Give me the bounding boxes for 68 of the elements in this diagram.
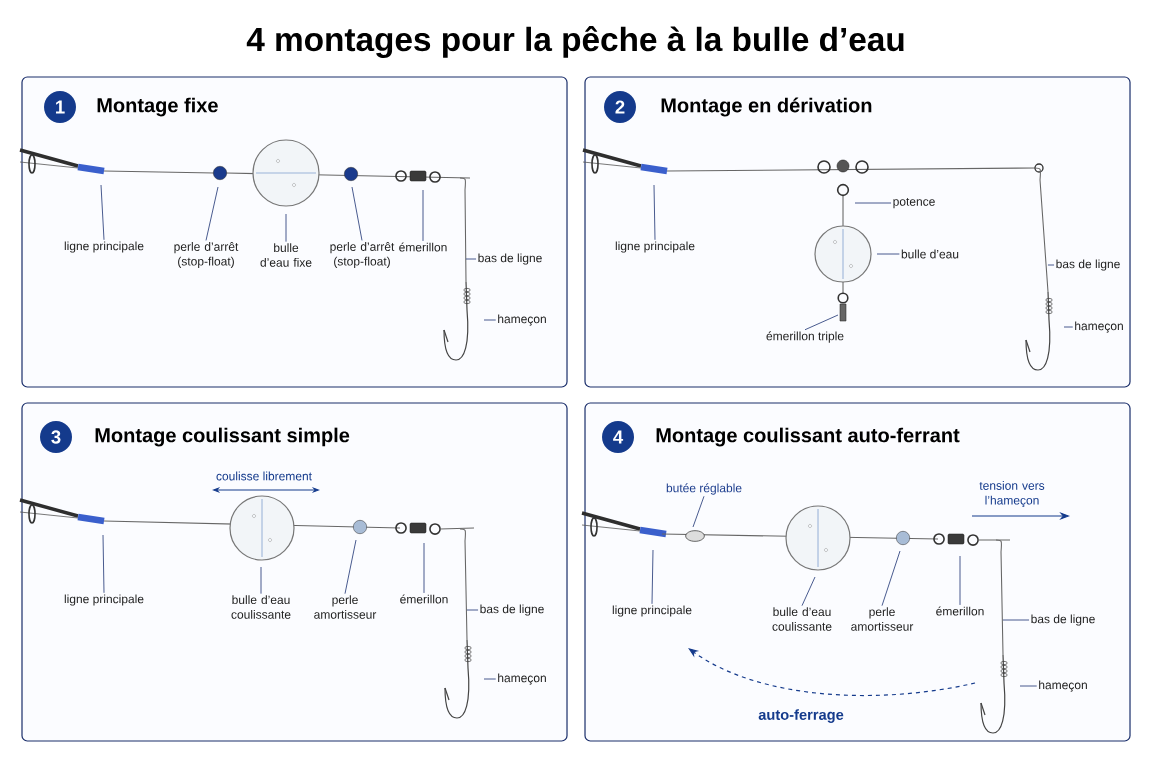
part-label: hameçon bbox=[1039, 680, 1087, 692]
leader-line bbox=[351, 186, 363, 241]
snood-line bbox=[459, 528, 468, 641]
leader-line bbox=[100, 184, 105, 241]
part-label: ligne principale bbox=[612, 605, 692, 617]
part-label: bulle d’eau fixe bbox=[260, 243, 312, 267]
leader-line bbox=[881, 550, 901, 607]
leader-line bbox=[1063, 326, 1074, 328]
number-badge: 1 bbox=[44, 91, 76, 123]
leader-line bbox=[1002, 619, 1030, 621]
leader-line bbox=[959, 555, 961, 606]
leader-line bbox=[260, 566, 262, 595]
leader-line bbox=[285, 213, 287, 243]
part-label: bas de ligne bbox=[480, 604, 544, 616]
part-label: émerillon bbox=[400, 594, 448, 604]
leader-line bbox=[344, 539, 357, 595]
part-label: butée réglable bbox=[666, 483, 742, 495]
leader-line bbox=[423, 542, 425, 594]
part-label: émerillon bbox=[399, 242, 447, 252]
part-label: hameçon bbox=[1075, 321, 1123, 333]
part-label: bas de ligne bbox=[1031, 614, 1095, 626]
part-label: perle d’arrêt (stop-float) bbox=[330, 242, 395, 268]
leader-line bbox=[854, 202, 892, 204]
leader-line bbox=[651, 549, 654, 605]
leader-line bbox=[801, 576, 816, 607]
part-label: perle amortisseur bbox=[851, 607, 914, 631]
annotation: coulisse librement bbox=[216, 471, 312, 481]
panel-heading: Montage fixe bbox=[97, 97, 218, 117]
part-label: bas de ligne bbox=[1056, 259, 1120, 271]
number-badge: 4 bbox=[602, 421, 634, 453]
panel-heading: Montage coulissant simple bbox=[95, 427, 350, 447]
part-label: perle d’arrêt (stop-float) bbox=[174, 242, 239, 268]
leader-line bbox=[483, 678, 497, 680]
leader-line bbox=[804, 314, 839, 331]
leader-line bbox=[1047, 264, 1055, 266]
part-label: émerillon bbox=[936, 606, 984, 616]
panel-heading: Montage en dérivation bbox=[661, 97, 872, 117]
title: 4 montages pour la pêche à la bulle d’eau bbox=[246, 26, 904, 58]
part-label: bulle d’eau coulissante bbox=[231, 595, 291, 619]
part-label: bulle d’eau bbox=[901, 249, 959, 259]
leader-line bbox=[422, 189, 424, 242]
snood-line bbox=[1034, 167, 1049, 293]
part-label: bulle d’eau coulissante bbox=[772, 607, 832, 631]
leader-line bbox=[466, 609, 479, 611]
leader-line bbox=[692, 495, 705, 528]
leader-line bbox=[102, 534, 105, 594]
leader-line bbox=[465, 258, 477, 260]
part-label: perle amortisseur bbox=[314, 595, 377, 619]
leader-line bbox=[483, 319, 497, 321]
number-badge: 2 bbox=[604, 91, 636, 123]
part-label: ligne principale bbox=[64, 594, 144, 606]
part-label: potence bbox=[893, 197, 935, 209]
annotation: auto-ferrage bbox=[758, 709, 844, 723]
leader-line bbox=[653, 184, 656, 241]
part-label: bas de ligne bbox=[478, 253, 542, 265]
part-label: ligne principale bbox=[64, 241, 144, 253]
part-label: hameçon bbox=[498, 673, 546, 685]
leader-line bbox=[205, 186, 219, 241]
snood-line bbox=[995, 539, 1004, 656]
leader-line bbox=[1019, 685, 1038, 687]
panel-heading: Montage coulissant auto-ferrant bbox=[656, 427, 960, 447]
leader-line bbox=[876, 253, 900, 255]
annotation: tension vers l’hameçon bbox=[979, 481, 1045, 507]
number-badge: 3 bbox=[40, 421, 72, 453]
part-label: hameçon bbox=[498, 314, 546, 326]
part-label: ligne principale bbox=[615, 241, 695, 253]
part-label: émerillon triple bbox=[766, 331, 844, 343]
snood-line bbox=[459, 177, 467, 283]
